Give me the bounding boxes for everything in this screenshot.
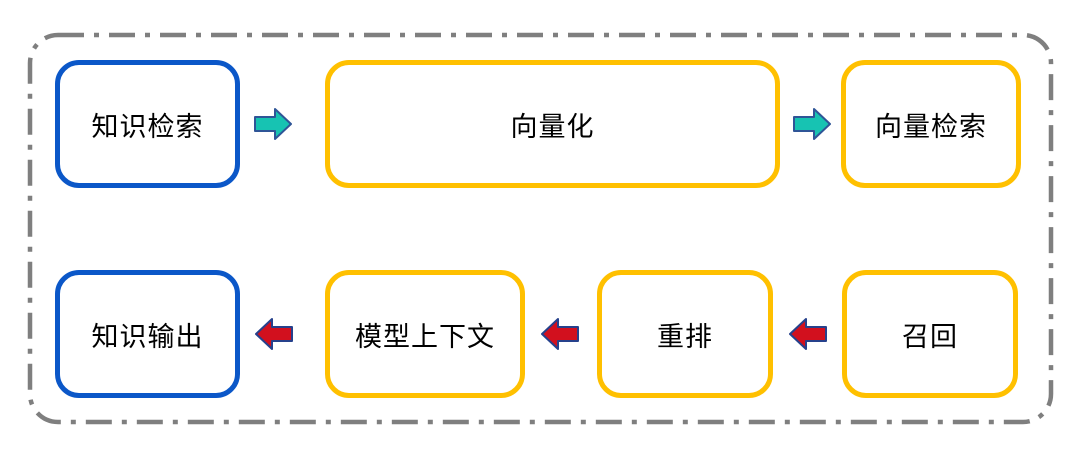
node-model-context-label: 模型上下文 (355, 321, 495, 352)
node-rerank-label: 重排 (657, 321, 713, 352)
node-knowledge-retrieval-label: 知识检索 (91, 111, 204, 142)
node-vectorization: 向量化 (325, 60, 780, 188)
arrow-left-icon (255, 318, 293, 350)
node-model-context: 模型上下文 (325, 270, 525, 398)
node-vector-retrieval-label: 向量检索 (875, 111, 987, 142)
node-vectorization-label: 向量化 (510, 111, 595, 142)
node-recall-label: 召回 (902, 321, 958, 352)
arrow-left-icon (541, 318, 579, 350)
node-knowledge-output-label: 知识输出 (91, 321, 204, 352)
node-knowledge-retrieval: 知识检索 (55, 60, 240, 188)
arrow-left-icon (789, 318, 827, 350)
node-recall: 召回 (842, 270, 1018, 398)
node-rerank: 重排 (597, 270, 773, 398)
node-vector-retrieval: 向量检索 (841, 60, 1021, 188)
arrow-right-icon (793, 108, 831, 140)
node-knowledge-output: 知识输出 (55, 270, 240, 398)
arrow-right-icon (254, 108, 292, 140)
